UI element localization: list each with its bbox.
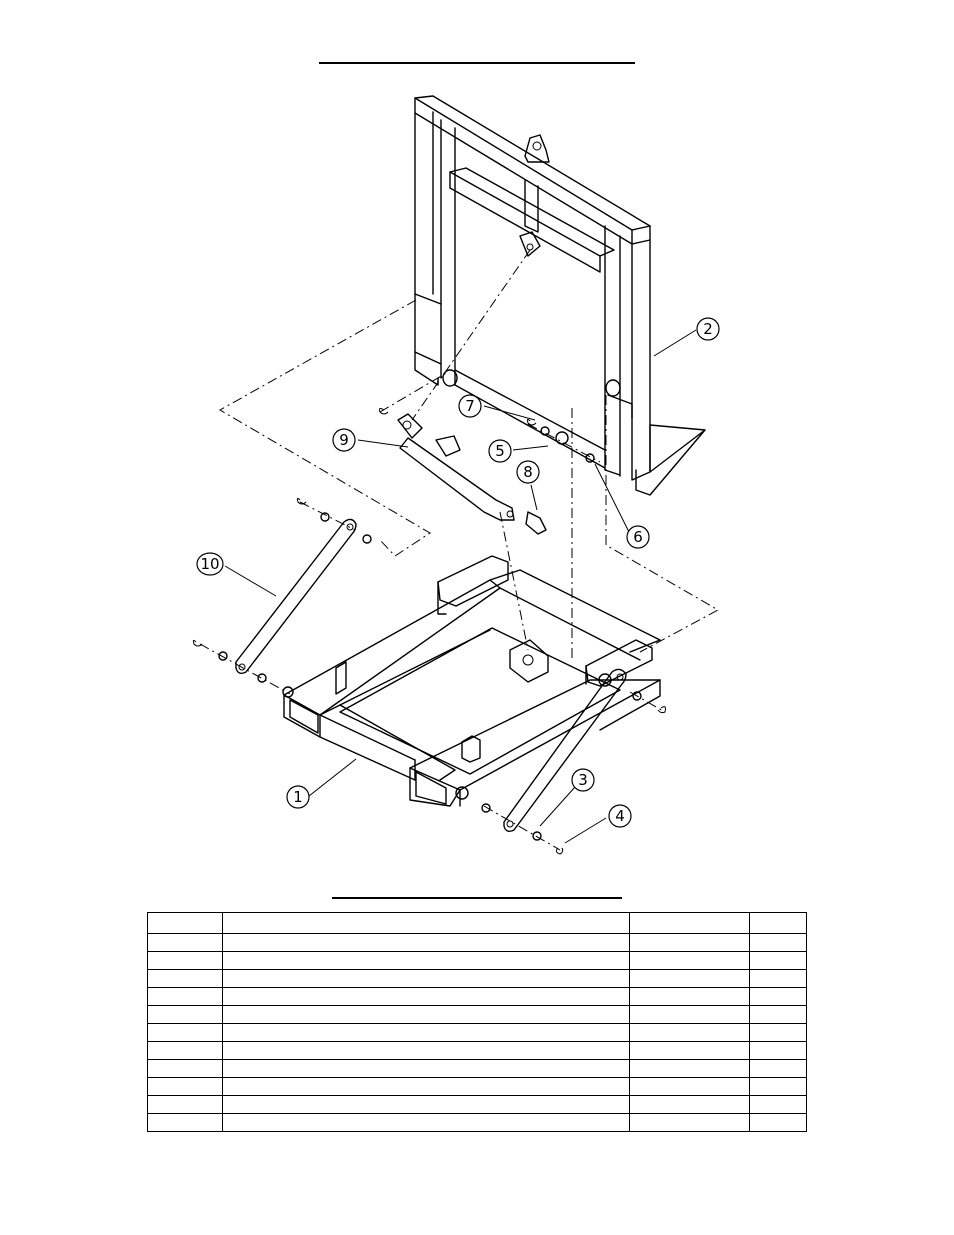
parts-list-title-rule xyxy=(332,897,622,899)
balloon-8: 8 xyxy=(516,460,540,484)
table-cell xyxy=(222,1059,630,1078)
table-cell xyxy=(147,1113,223,1132)
table-cell xyxy=(629,987,750,1006)
svg-text:2: 2 xyxy=(703,320,713,338)
svg-text:3: 3 xyxy=(578,771,588,789)
table-cell xyxy=(749,951,807,970)
table-cell xyxy=(222,969,630,988)
svg-text:7: 7 xyxy=(465,397,475,415)
balloon-6: 6 xyxy=(626,525,650,549)
header-cell xyxy=(629,912,750,934)
balloon-2: 2 xyxy=(696,317,720,341)
table-row xyxy=(147,1095,807,1114)
table-cell xyxy=(222,933,630,952)
parts-list-table xyxy=(147,912,807,1132)
upright-frame xyxy=(414,95,706,496)
header-cell xyxy=(147,912,223,934)
table-cell xyxy=(629,1077,750,1096)
table-cell xyxy=(749,1005,807,1024)
table-cell xyxy=(749,1113,807,1132)
table-row xyxy=(147,987,807,1006)
balloon-7: 7 xyxy=(458,394,482,418)
table-header-row xyxy=(147,912,807,934)
table-cell xyxy=(629,969,750,988)
item-balloons: 1 2 3 4 5 6 7 8 xyxy=(196,317,720,828)
table-cell xyxy=(749,1077,807,1096)
header-cell xyxy=(222,912,630,934)
hardware xyxy=(192,407,666,855)
table-cell xyxy=(222,1113,630,1132)
table-row xyxy=(147,1059,807,1078)
table-cell xyxy=(629,1041,750,1060)
table-cell xyxy=(147,969,223,988)
table-row xyxy=(147,1077,807,1096)
table-cell xyxy=(749,1059,807,1078)
svg-text:10: 10 xyxy=(200,555,219,573)
assembly-centerlines xyxy=(199,249,720,851)
svg-text:1: 1 xyxy=(293,788,303,806)
table-cell xyxy=(222,1041,630,1060)
table-cell xyxy=(222,1005,630,1024)
base-frame xyxy=(282,555,661,807)
link-arms xyxy=(235,518,627,833)
svg-text:8: 8 xyxy=(523,463,533,481)
table-cell xyxy=(629,1059,750,1078)
table-cell xyxy=(147,1059,223,1078)
header-cell xyxy=(749,912,807,934)
table-cell xyxy=(222,1095,630,1114)
drawing-title-rule xyxy=(319,62,635,64)
table-cell xyxy=(629,933,750,952)
svg-text:4: 4 xyxy=(615,807,625,825)
exploded-assembly-drawing: 1 2 3 4 5 6 7 8 xyxy=(192,95,720,855)
table-row xyxy=(147,1005,807,1024)
table-cell xyxy=(147,951,223,970)
table-cell xyxy=(749,933,807,952)
table-cell xyxy=(147,987,223,1006)
table-cell xyxy=(147,1005,223,1024)
table-cell xyxy=(147,1095,223,1114)
table-cell xyxy=(629,1005,750,1024)
table-row xyxy=(147,969,807,988)
table-cell xyxy=(749,1041,807,1060)
table-cell xyxy=(749,1023,807,1042)
balloon-4: 4 xyxy=(608,804,632,828)
table-cell xyxy=(749,987,807,1006)
table-cell xyxy=(629,1113,750,1132)
svg-text:9: 9 xyxy=(339,431,349,449)
table-row xyxy=(147,933,807,952)
table-row xyxy=(147,1041,807,1060)
leader-lines xyxy=(224,329,697,844)
table-cell xyxy=(629,1095,750,1114)
balloon-10: 10 xyxy=(196,552,224,576)
table-cell xyxy=(629,1023,750,1042)
balloon-1: 1 xyxy=(286,785,310,809)
table-row xyxy=(147,951,807,970)
table-cell xyxy=(222,951,630,970)
svg-text:5: 5 xyxy=(495,442,505,460)
table-cell xyxy=(222,987,630,1006)
svg-text:6: 6 xyxy=(633,528,643,546)
balloon-3: 3 xyxy=(571,768,595,792)
table-cell xyxy=(147,1041,223,1060)
table-cell xyxy=(147,933,223,952)
table-cell xyxy=(147,1023,223,1042)
table-cell xyxy=(222,1023,630,1042)
table-cell xyxy=(147,1077,223,1096)
table-row xyxy=(147,1023,807,1042)
table-row xyxy=(147,1113,807,1132)
hydraulic-cylinder xyxy=(397,413,547,535)
table-cell xyxy=(629,951,750,970)
balloon-9: 9 xyxy=(332,428,356,452)
table-cell xyxy=(749,1095,807,1114)
table-cell xyxy=(749,969,807,988)
balloon-5: 5 xyxy=(488,439,512,463)
table-cell xyxy=(222,1077,630,1096)
